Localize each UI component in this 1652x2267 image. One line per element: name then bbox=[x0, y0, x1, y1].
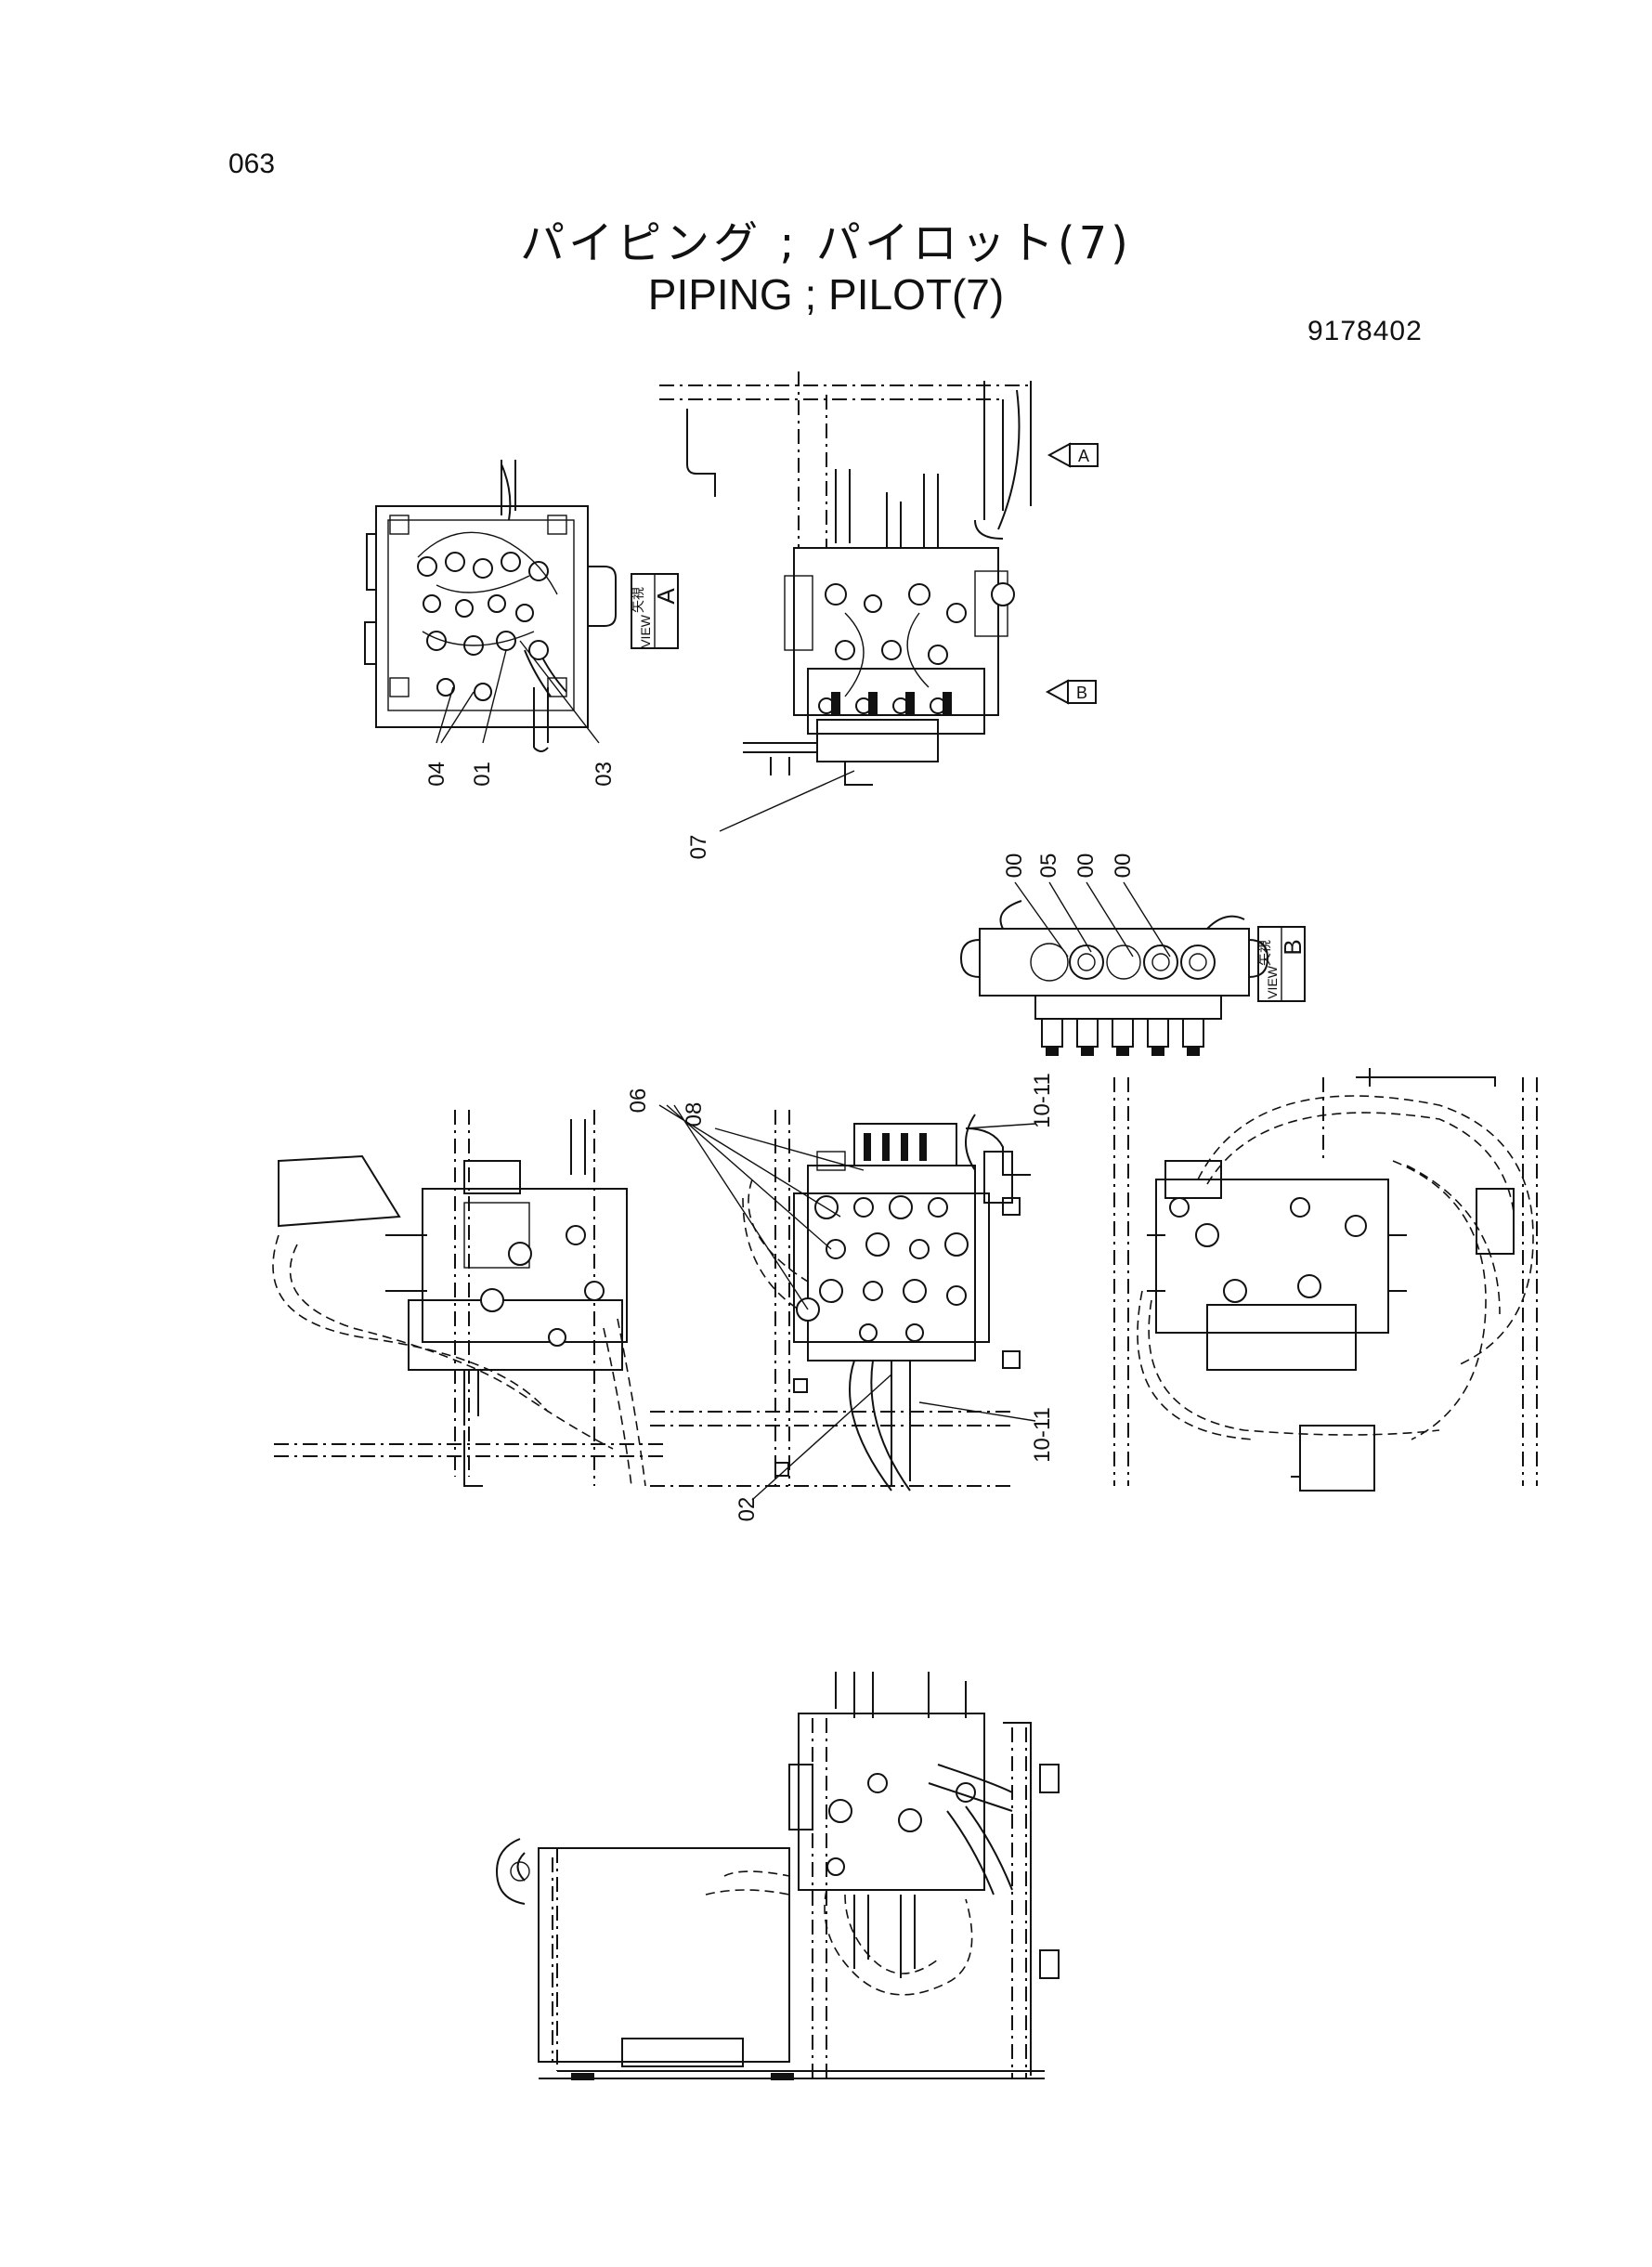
bottom-tank-valve-view bbox=[495, 1672, 1060, 2080]
callout-01: 01 bbox=[470, 762, 495, 787]
callout-03: 03 bbox=[592, 762, 617, 787]
middle-left-valve-view bbox=[272, 1110, 669, 1487]
title-english: PIPING ; PILOT(7) bbox=[647, 270, 1005, 319]
callout-00-a: 00 bbox=[1002, 853, 1027, 879]
view-b-word: VIEW bbox=[1265, 965, 1280, 999]
middle-center-valve-view bbox=[650, 1110, 1031, 1492]
top-main-valve-view bbox=[659, 371, 1032, 786]
callout-05: 05 bbox=[1036, 853, 1061, 879]
callout-07: 07 bbox=[686, 835, 711, 860]
view-a-letter: A bbox=[652, 588, 680, 605]
arrow-a-letter: A bbox=[1078, 447, 1089, 465]
view-a-detail bbox=[364, 460, 679, 752]
title-japanese: パイピング ; パイロット(7) bbox=[520, 217, 1132, 269]
callout-04: 04 bbox=[424, 762, 449, 787]
page-number: 063 bbox=[228, 149, 276, 179]
callout-10-11-top: 10-11 bbox=[1030, 1073, 1055, 1128]
arrow-b-marker bbox=[1045, 679, 1069, 705]
view-b-jp: 矢視 bbox=[1257, 940, 1272, 966]
callout-10-11-bottom: 10-11 bbox=[1030, 1407, 1055, 1463]
view-b-detail bbox=[959, 900, 1306, 1056]
callout-00-c: 00 bbox=[1111, 853, 1136, 879]
arrow-a-marker bbox=[1047, 442, 1071, 468]
callout-08: 08 bbox=[682, 1102, 707, 1127]
callout-00-b: 00 bbox=[1073, 853, 1099, 879]
view-b-letter: B bbox=[1279, 939, 1307, 955]
callout-02: 02 bbox=[735, 1497, 760, 1522]
middle-right-valve-view bbox=[1113, 1068, 1538, 1492]
arrow-b-letter: B bbox=[1076, 684, 1087, 702]
view-a-jp: 矢視 bbox=[631, 587, 645, 613]
callout-06: 06 bbox=[626, 1088, 651, 1114]
view-a-word: VIEW bbox=[638, 614, 653, 648]
drawing-number: 9178402 bbox=[1307, 316, 1423, 346]
